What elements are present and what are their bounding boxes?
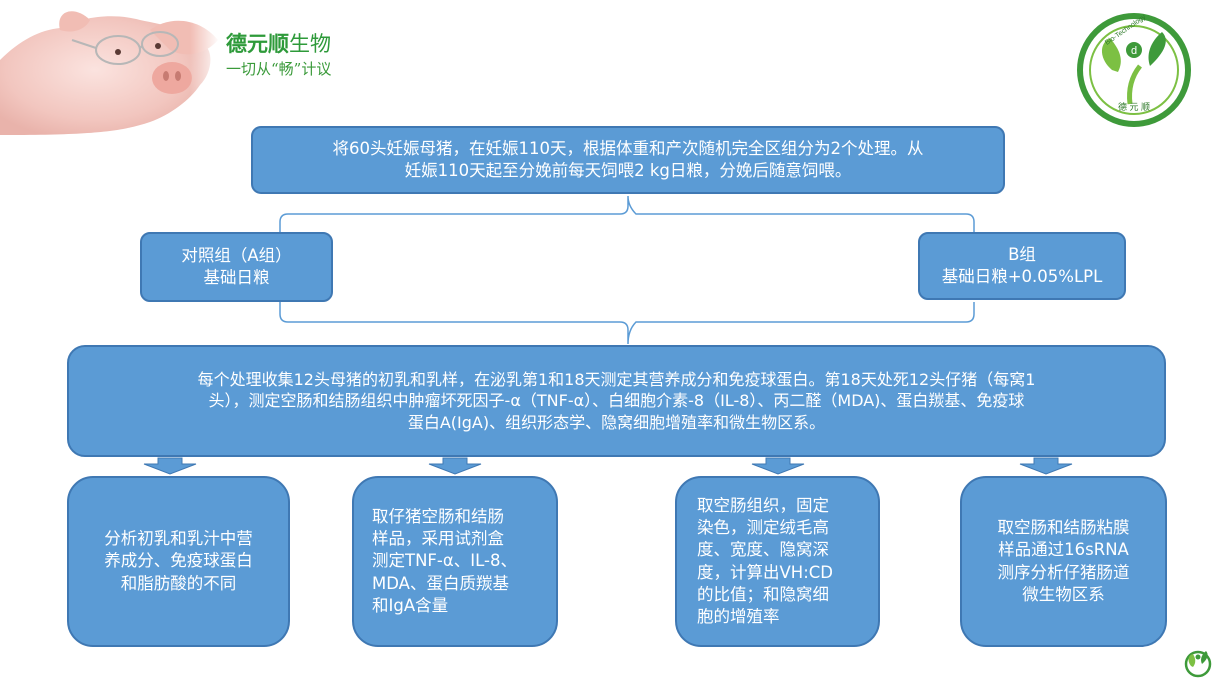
group-a-box: 对照组（A组） 基础日粮 [140, 232, 333, 302]
brand-name-rest: 生物 [289, 32, 331, 56]
sampling-text: 每个处理收集12头母猪的初乳和乳样，在泌乳第1和18天测定其营养成分和免疫球蛋白… [197, 369, 1036, 432]
outcome-text: 取空肠组织，固定 染色，测定绒毛高 度、宽度、隐窝深 度，计算出VH:CD 的比… [697, 495, 833, 627]
outcome-milk-analysis: 分析初乳和乳汁中营 养成分、免疫球蛋白 和脂肪酸的不同 [67, 476, 290, 647]
outcome-microbiota: 取空肠和结肠粘膜 样品通过16sRNA 测序分析仔猪肠道 微生物区系 [960, 476, 1167, 647]
group-b-text: B组 基础日粮+0.05%LPL [941, 244, 1103, 286]
brand-slogan: 一切从“畅”计议 [226, 60, 332, 78]
study-design-box: 将60头妊娠母猪，在妊娠110天，根据体重和产次随机完全区组分为2个处理。从 妊… [251, 126, 1005, 194]
outcome-histology: 取空肠组织，固定 染色，测定绒毛高 度、宽度、隐窝深 度，计算出VH:CD 的比… [675, 476, 880, 647]
study-design-text: 将60头妊娠母猪，在妊娠110天，根据体重和产次随机完全区组分为2个处理。从 妊… [332, 138, 924, 180]
group-b-box: B组 基础日粮+0.05%LPL [918, 232, 1126, 300]
brand-name: 德元顺生物 [226, 28, 331, 58]
group-a-text: 对照组（A组） 基础日粮 [181, 245, 292, 287]
outcome-text: 取空肠和结肠粘膜 样品通过16sRNA 测序分析仔猪肠道 微生物区系 [997, 517, 1130, 604]
sampling-box: 每个处理收集12头母猪的初乳和乳样，在泌乳第1和18天测定其营养成分和免疫球蛋白… [67, 345, 1166, 457]
outcome-text: 取仔猪空肠和结肠 样品，采用试剂盒 测定TNF-α、IL-8、 MDA、蛋白质羰… [372, 506, 517, 615]
outcome-text: 分析初乳和乳汁中营 养成分、免疫球蛋白 和脂肪酸的不同 [104, 529, 253, 593]
outcome-cytokine-assay: 取仔猪空肠和结肠 样品，采用试剂盒 测定TNF-α、IL-8、 MDA、蛋白质羰… [352, 476, 558, 647]
brand-name-bold: 德元顺 [226, 31, 289, 56]
